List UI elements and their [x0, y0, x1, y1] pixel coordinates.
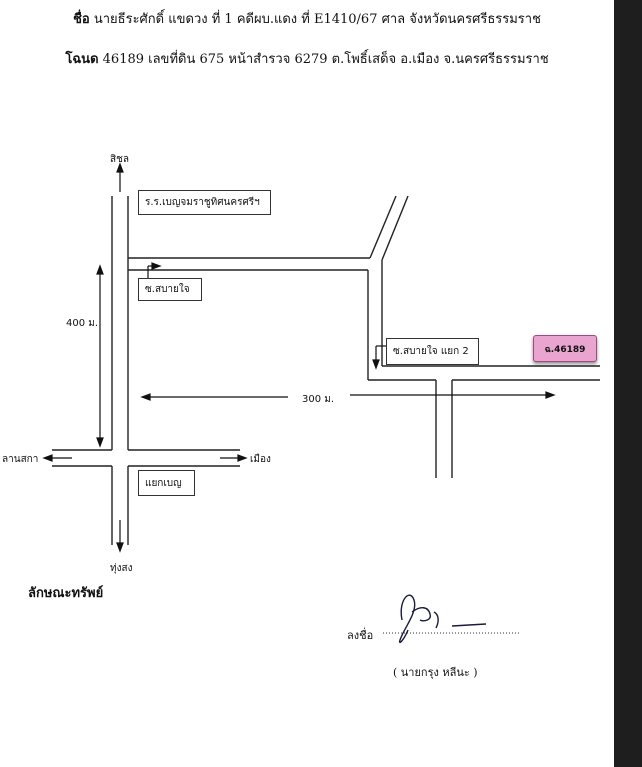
window-edge: [614, 0, 642, 767]
section-title: ลักษณะทรัพย์: [28, 586, 104, 601]
distance-horizontal-label: 300 ม.: [302, 394, 335, 405]
diagonal-road-right: [381, 195, 409, 261]
soi-sabai-jai-2-box: ซ.สบายใจ แยก 2: [386, 338, 479, 365]
distance-vertical-label: 400 ม.: [66, 318, 99, 329]
header-line-2: โฉนด 46189 เลขที่ดิน 675 หน้าสำรวจ 6279 …: [0, 48, 614, 69]
north-label: สิชล: [110, 154, 130, 165]
signature-scribble: [398, 594, 487, 644]
soi-sabai-jai-box: ซ.สบายใจ: [138, 278, 202, 301]
signer-name: ( นายกรุง หลีนะ ): [393, 666, 478, 679]
diagonal-road-left: [369, 195, 397, 259]
west-label: ลานสกา: [2, 454, 39, 465]
document-page: ชื่อ นายธีระศักดิ์ แขดวง ที่ 1 คดีผบ.แดง…: [0, 8, 614, 679]
south-label: ทุ่งสง: [110, 563, 133, 574]
deed-label: โฉนด: [65, 52, 99, 67]
plot-marker: ฉ.46189: [533, 335, 597, 362]
school-box: ร.ร.เบญจมราชูทิศนครศรีฯ: [138, 190, 271, 215]
map-drawing: [42, 162, 600, 644]
east-label: เมือง: [250, 454, 271, 465]
signature-label: ลงชื่อ: [347, 629, 374, 642]
intersection-box: แยกเบญ: [138, 470, 195, 496]
case-text: นายธีระศักดิ์ แขดวง ที่ 1 คดีผบ.แดง ที่ …: [93, 12, 541, 27]
header-line-1: ชื่อ นายธีระศักดิ์ แขดวง ที่ 1 คดีผบ.แดง…: [0, 8, 614, 29]
name-label: ชื่อ: [73, 12, 90, 27]
deed-text: 46189 เลขที่ดิน 675 หน้าสำรวจ 6279 ต.โพธ…: [102, 52, 549, 67]
